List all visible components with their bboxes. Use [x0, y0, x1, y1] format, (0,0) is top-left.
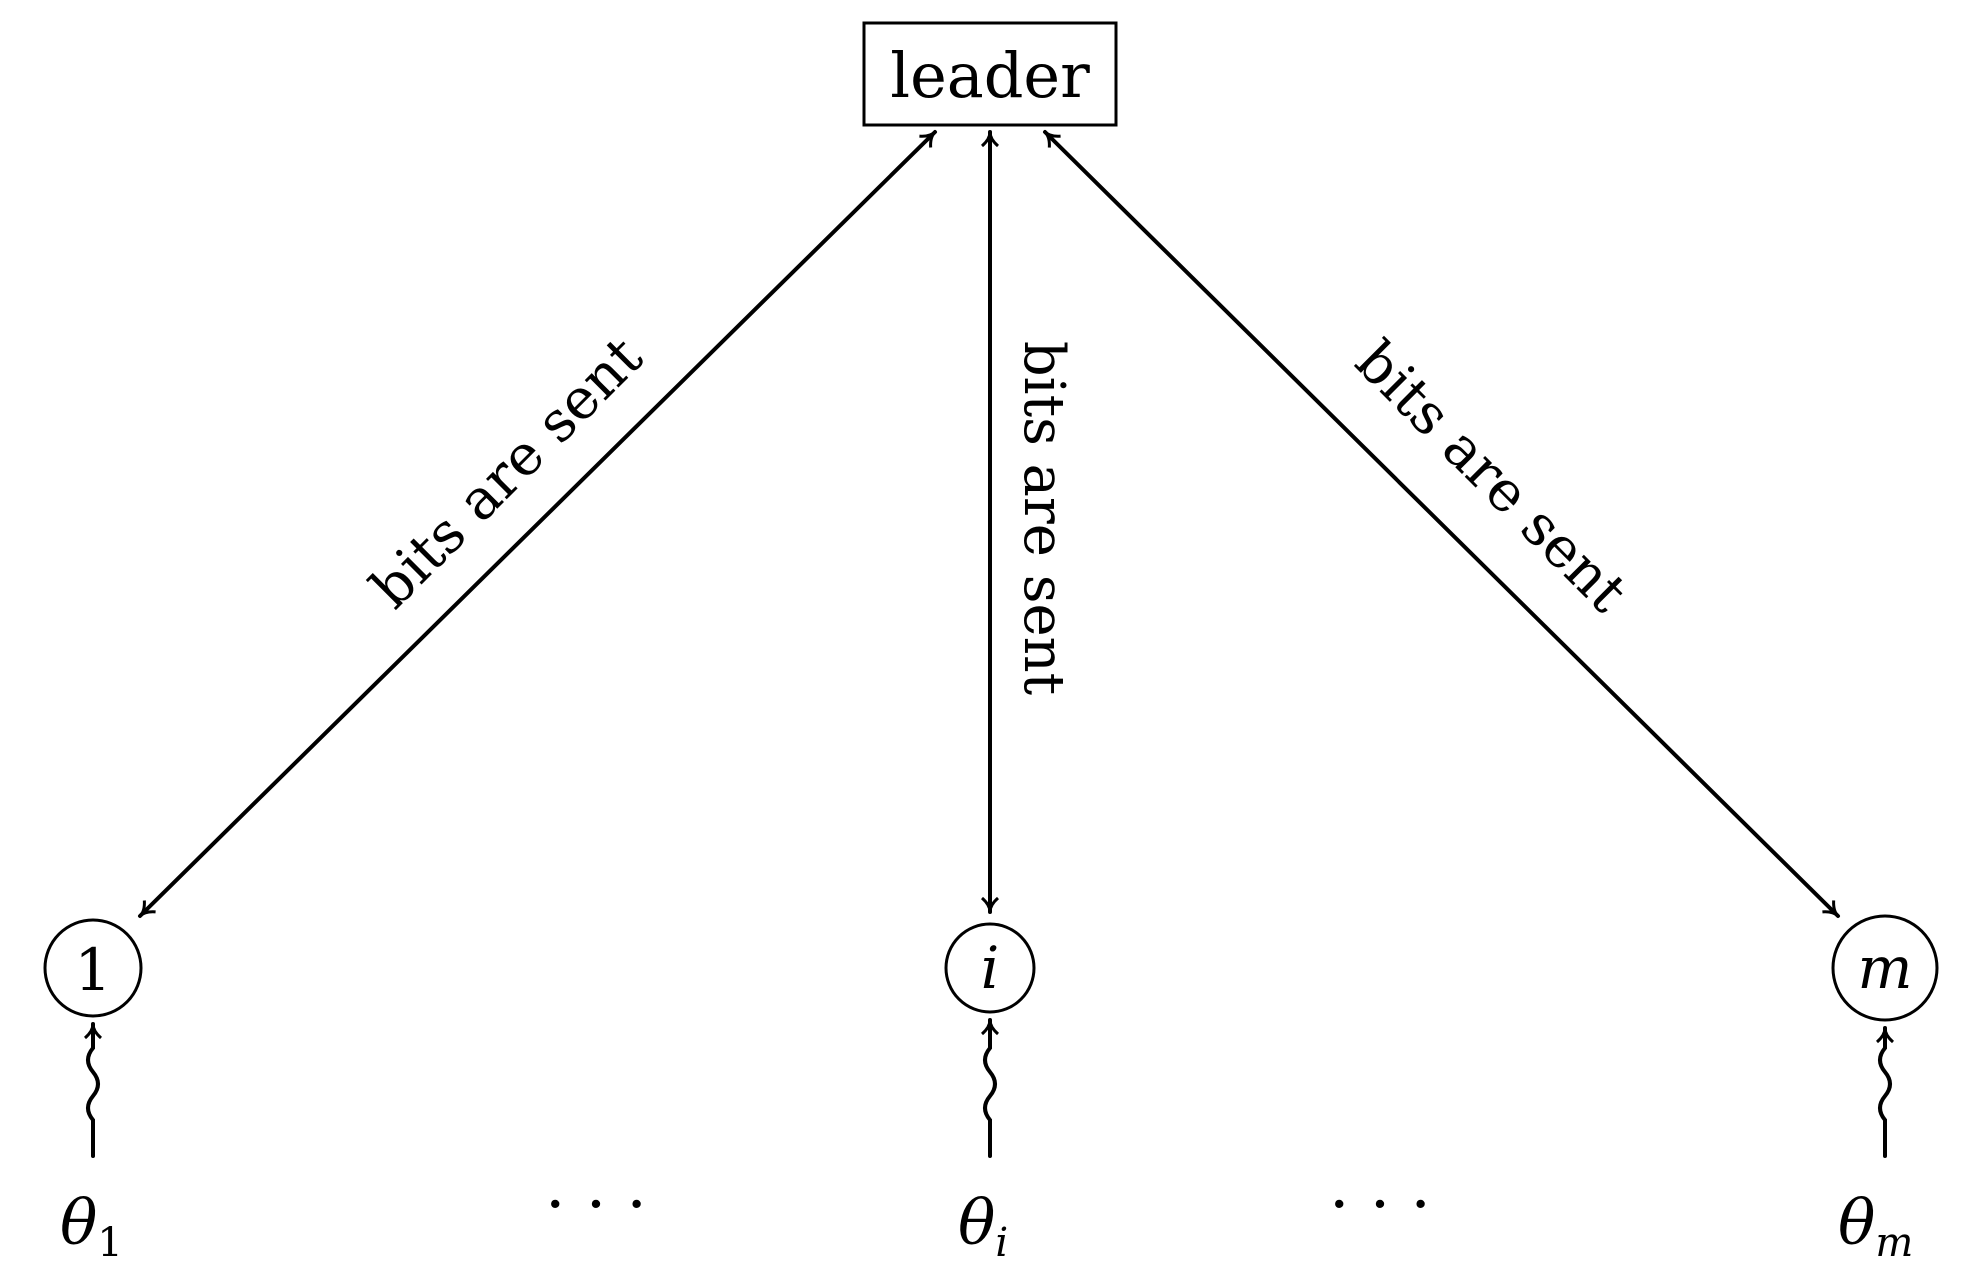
input-arrow-i	[980, 1018, 1000, 1158]
edge-label-right: bits are sent	[1343, 329, 1640, 626]
input-label-1: θ1	[60, 1186, 123, 1266]
edge-label-left: bits are sent	[359, 324, 656, 621]
agent-node-1: 1	[43, 918, 143, 1018]
agent-node-i: i	[944, 922, 1036, 1014]
input-arrow-m	[1875, 1026, 1895, 1158]
ellipsis-left: · · ·	[545, 1168, 647, 1242]
agent-node-1-label: 1	[75, 936, 112, 1004]
edge-leader-node-1	[138, 130, 937, 918]
leader-label: leader	[890, 39, 1090, 112]
input-label-i: θi	[958, 1186, 1008, 1266]
agent-node-m-label: m	[1858, 934, 1913, 1002]
input-arrow-1	[83, 1022, 103, 1158]
edge-label-middle: bits are sent	[1011, 341, 1076, 696]
edge-leader-node-m	[1043, 130, 1840, 918]
leader-node: leader	[862, 21, 1118, 127]
input-label-m: θm	[1838, 1186, 1913, 1266]
agent-node-i-label: i	[981, 934, 1000, 1002]
agent-node-m: m	[1831, 914, 1939, 1022]
ellipsis-right: · · ·	[1329, 1168, 1431, 1242]
